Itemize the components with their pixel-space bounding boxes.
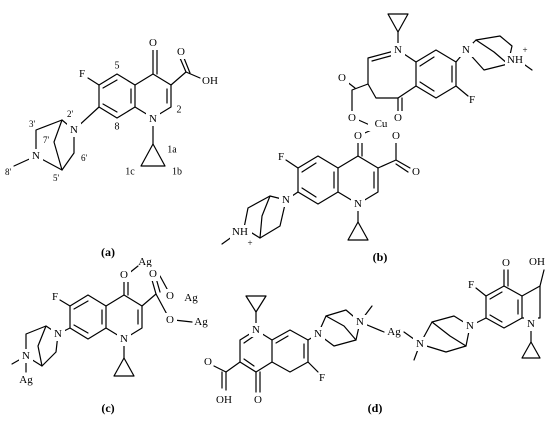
lower-carboxylate-oxygen-label: O <box>166 314 174 326</box>
panel-d-caption: (d) <box>368 401 383 415</box>
panel-a-caption: (a) <box>101 245 115 259</box>
hydroxyl-label: OH <box>202 75 218 87</box>
c7p-label: 7' <box>43 135 50 145</box>
bottom-nh-label: NH <box>232 226 248 238</box>
top-carbonyl-oxygen-label: O <box>338 72 346 84</box>
c5-label: 5 <box>115 61 120 72</box>
top-ketone-oxygen-label: O <box>394 112 402 124</box>
panel-d-labels: N O OH O F N N Ag N N F O OH N <box>204 256 545 406</box>
c2-label: 2 <box>177 105 182 116</box>
c3p-label: 3' <box>29 119 36 129</box>
upper-silver-label: Ag <box>184 292 198 304</box>
fluorine-label: F <box>79 68 85 80</box>
panel-b-caption: (b) <box>373 250 388 264</box>
carbonyl-oxygen-label: O <box>149 37 157 49</box>
left-piperazine-nitrogen-label: N <box>314 328 322 340</box>
methyl-nitrogen-label: N <box>32 150 40 162</box>
top-nh-label: NH <box>507 54 523 66</box>
panel-c-caption: (c) <box>101 401 114 415</box>
bottom-fluorine-label: F <box>278 151 284 163</box>
right-methyl-nitrogen-label: N <box>416 338 424 350</box>
panel-a-labels: O O OH F N N N 5 8 2 1a 1b 1c 2' 3' 7' 6… <box>5 36 218 183</box>
bottom-quinolone-nitrogen-label: N <box>354 198 362 210</box>
bottom-carbonyl-oxygen-label: O <box>412 166 420 178</box>
top-carboxylate-oxygen-label: O <box>348 112 356 124</box>
upper-carboxylate-oxygen-label: O <box>166 290 174 302</box>
methyl-nitrogen-label: N <box>22 350 30 362</box>
bridging-silver-label: Ag <box>387 326 401 338</box>
bottom-plus-label: + <box>247 238 252 248</box>
left-ketone-oxygen-label: O <box>254 394 262 406</box>
left-fluorine-label: F <box>319 372 325 384</box>
c1c-label: 1c <box>125 167 135 178</box>
bottom-ketone-oxygen-label: O <box>354 130 362 142</box>
ketone-silver-label: Ag <box>138 256 152 268</box>
carboxyl-oxygen-label: O <box>177 46 185 58</box>
lower-silver-label: Ag <box>194 316 208 328</box>
c6p-label: 6' <box>81 153 88 163</box>
right-piperazine-nitrogen-label: N <box>466 320 474 332</box>
c1a-label: 1a <box>167 145 177 156</box>
ketone-oxygen-label: O <box>120 269 128 281</box>
right-ketone-oxygen-label: O <box>502 257 510 269</box>
nitrogen-silver-label: Ag <box>19 374 33 386</box>
c2p-label: 2' <box>67 109 74 119</box>
c8-label: 8 <box>115 122 120 133</box>
copper-label: Cu <box>375 118 388 130</box>
right-quinolone-nitrogen-label: N <box>527 318 535 330</box>
top-quinolone-nitrogen-label: N <box>394 44 402 56</box>
quinolone-nitrogen-label: N <box>120 333 128 345</box>
right-hydroxyl-label: OH <box>529 256 545 268</box>
top-piperazine-nitrogen-label: N <box>462 44 470 56</box>
left-hydroxyl-label: OH <box>216 394 232 406</box>
c1b-label: 1b <box>172 167 182 178</box>
quinolone-nitrogen-label: N <box>149 113 157 125</box>
c8p-label: 8' <box>5 167 12 177</box>
bottom-carboxylate-oxygen-label: O <box>392 130 400 142</box>
top-fluorine-label: F <box>469 94 475 106</box>
c5p-label: 5' <box>53 173 60 183</box>
piperazine-nitrogen-label: N <box>54 328 62 340</box>
left-quinolone-nitrogen-label: N <box>252 324 260 336</box>
left-methyl-nitrogen-label: N <box>356 316 364 328</box>
panel-c-labels: O Ag O O Ag O Ag F N N N Ag <box>19 256 208 386</box>
panel-d-structure <box>213 269 545 393</box>
fluorine-label: F <box>52 291 58 303</box>
carbonyl-oxygen-label: O <box>149 268 157 280</box>
bottom-piperazine-nitrogen-label: N <box>282 194 290 206</box>
left-carboxyl-oxygen-label: O <box>204 356 212 368</box>
panel-b-labels: Cu N N NH + F O O O O O O F N N NH + <box>230 43 528 248</box>
top-plus-label: + <box>522 45 527 55</box>
right-fluorine-label: F <box>468 279 474 291</box>
piperazine-nitrogen-label: N <box>70 124 78 136</box>
